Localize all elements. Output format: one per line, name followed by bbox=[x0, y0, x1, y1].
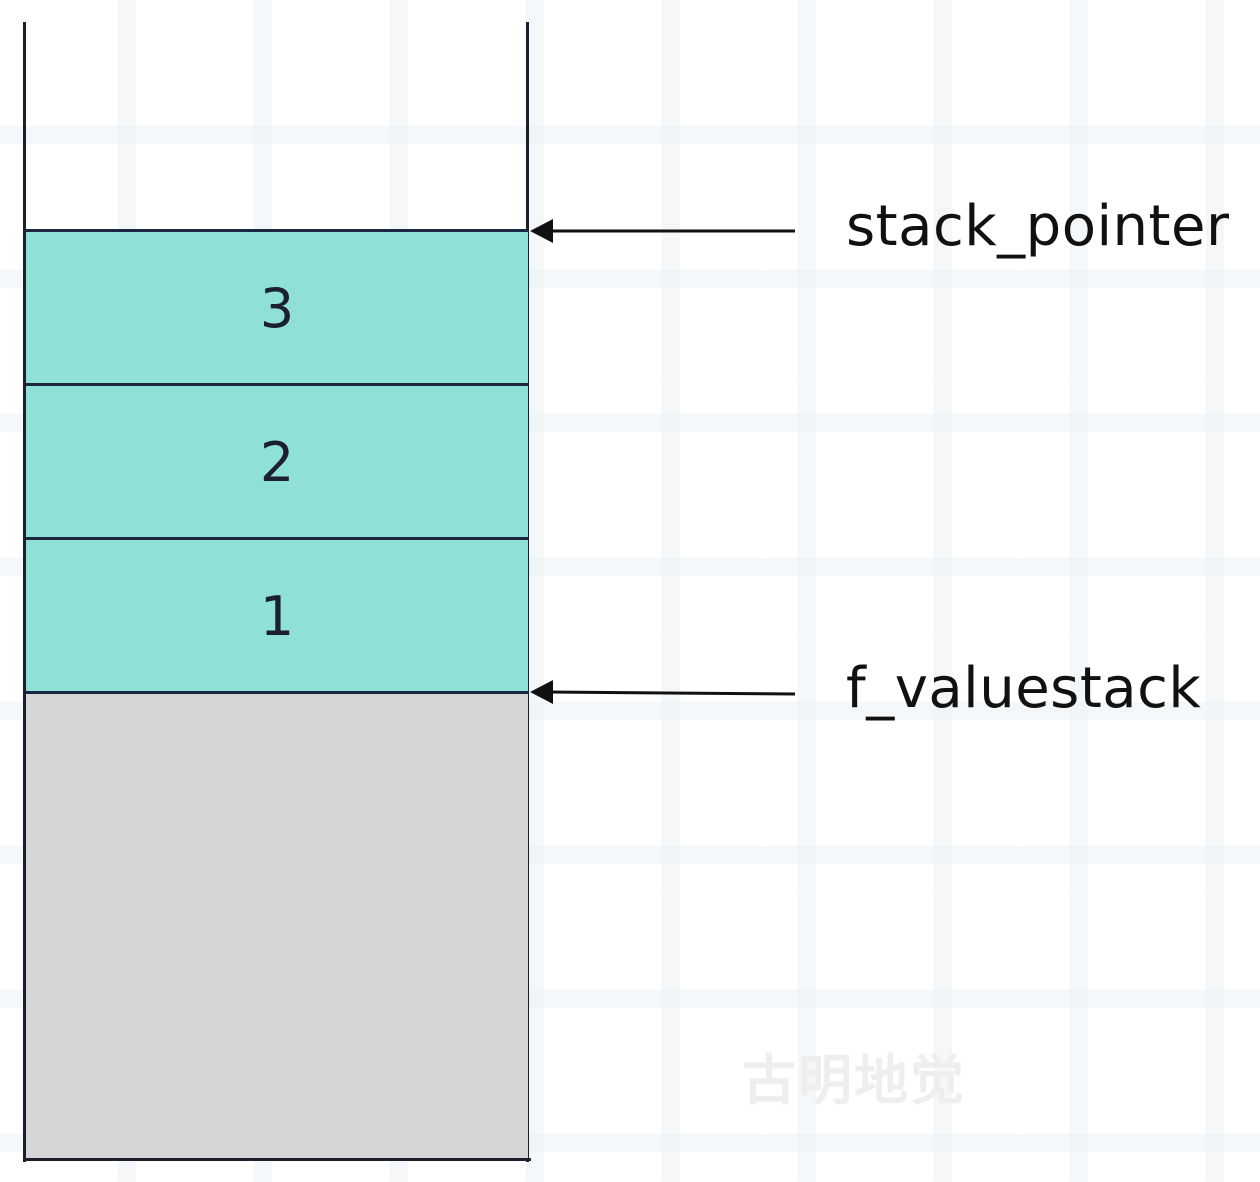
stack-bottom-wall bbox=[23, 1158, 531, 1161]
stack-cell-middle: 2 bbox=[26, 383, 528, 538]
valuestack-label: f_valuestack bbox=[846, 656, 1202, 721]
stack-cell-value: 3 bbox=[259, 276, 295, 340]
stack-cell-value: 1 bbox=[259, 585, 295, 648]
stack-left-wall bbox=[23, 22, 26, 1162]
stack-cell-value: 2 bbox=[259, 430, 295, 494]
stack-cell-bottom: 1 bbox=[26, 537, 528, 693]
valuestack-pointer-arrow bbox=[530, 680, 796, 704]
stack-cell-top: 3 bbox=[26, 229, 528, 384]
watermark: 古明地觉 bbox=[742, 1049, 966, 1112]
stack-pointer-label: stack_pointer bbox=[846, 194, 1230, 259]
unused-stack-region bbox=[26, 691, 528, 1160]
stack-pointer-arrow bbox=[530, 219, 795, 243]
